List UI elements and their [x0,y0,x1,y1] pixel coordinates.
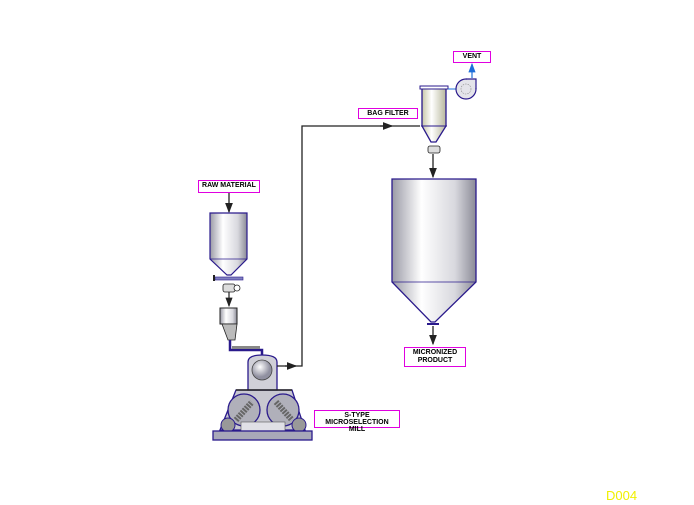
micronized-line1: MICRONIZED [412,349,458,356]
s-type-mill [212,354,313,441]
slide-gate-valve [213,275,244,281]
feeder [219,307,238,341]
product-silo [391,178,477,325]
fan [455,78,477,100]
mill-label: S-TYPE MICROSELECTION MILL [314,410,400,433]
raw-material-hopper [209,212,248,276]
micronized-line2: PRODUCT [417,357,453,364]
mill-line2: MICROSELECTION MILL [325,419,389,433]
screw-conveyor [228,340,264,356]
bag-filter [419,85,449,154]
drawing-code: D004 [606,488,638,503]
micronized-product-label: MICRONIZED PRODUCT [404,347,466,367]
rotary-valve [222,283,241,293]
bag-filter-label: BAG FILTER [358,108,418,119]
vent-label: VENT [453,51,491,63]
mill-line1: S-TYPE [344,412,370,419]
raw-material-label: RAW MATERIAL [198,180,260,193]
